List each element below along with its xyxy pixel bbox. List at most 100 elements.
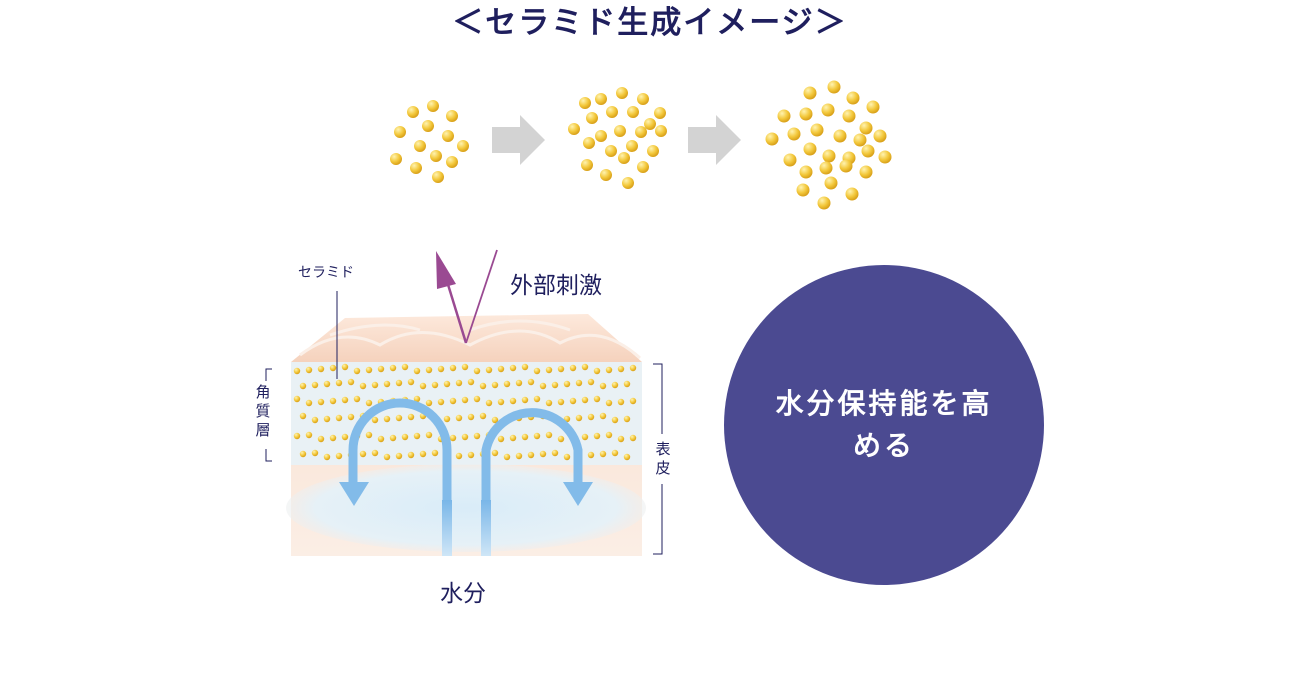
ceramide-particle-icon [503, 380, 511, 388]
ceramide-particle-icon [563, 453, 571, 461]
ceramide-particle-icon [485, 399, 493, 407]
ceramide-particle-icon [783, 153, 797, 167]
ceramide-particle-icon [521, 396, 529, 404]
ceramide-particle-icon [845, 187, 859, 201]
ceramide-particle-icon [407, 378, 415, 386]
diagram-title: ＜セラミド生成イメージ＞ [452, 5, 848, 41]
ceramide-particle-icon [431, 449, 439, 457]
ceramide-particle-icon [595, 93, 607, 105]
ceramide-particle-icon [878, 150, 892, 164]
ceramide-particle-icon [491, 381, 499, 389]
ceramide-particle-icon [833, 129, 847, 143]
ceramide-particle-icon [593, 432, 601, 440]
ceramide-particle-icon [796, 183, 810, 197]
ceramide-particle-icon [467, 378, 475, 386]
ceramide-particle-icon [413, 367, 421, 375]
ceramide-particle-icon [329, 364, 337, 372]
ceramide-particle-icon [545, 366, 553, 374]
ceramide-particle-icon [323, 453, 331, 461]
ceramide-particle-icon [605, 431, 613, 439]
ceramide-particle-icon [383, 453, 391, 461]
ceramide-particle-icon [359, 450, 367, 458]
ceramide-particle-icon [442, 130, 454, 142]
ceramide-particle-icon [581, 363, 589, 371]
ceramide-particle-icon [545, 399, 553, 407]
ceramide-particle-icon [557, 365, 565, 373]
ceramide-particle-icon [377, 435, 385, 443]
ceramide-particle-icon [861, 144, 875, 158]
ceramide-particle-icon [394, 126, 406, 138]
ceramide-particle-icon [305, 399, 313, 407]
ceramide-particle-icon [583, 137, 595, 149]
ceramide-particle-icon [449, 434, 457, 442]
ceramide-particle-icon [866, 100, 880, 114]
ceramide-particle-icon [329, 434, 337, 442]
ceramide-particle-icon [401, 363, 409, 371]
ceramide-particle-icon [817, 196, 831, 210]
ceramide-particle-icon [419, 382, 427, 390]
ceramide-particle-icon [605, 399, 613, 407]
ceramide-particle-icon [395, 414, 403, 422]
ceramide-particle-icon [407, 106, 419, 118]
ceramide-particle-icon [569, 364, 577, 372]
ceramide-particle-icon [595, 130, 607, 142]
ceramide-particle-icon [617, 365, 625, 373]
ceramide-particle-icon [509, 434, 517, 442]
ceramide-particle-icon [335, 414, 343, 422]
ceramide-particle-icon [425, 399, 433, 407]
ceramide-label: セラミド [298, 265, 354, 281]
ceramide-particle-icon [622, 177, 634, 189]
gray-right-arrow-icon [688, 115, 741, 165]
ceramide-particle-icon [533, 432, 541, 440]
ceramide-particle-icon [803, 86, 817, 100]
ceramide-particle-icon [586, 112, 598, 124]
ceramide-particle-icon [371, 381, 379, 389]
ceramide-particle-icon [353, 395, 361, 403]
ceramide-particle-icon [623, 415, 631, 423]
ceramide-particle-icon [617, 435, 625, 443]
ceramide-particle-icon [569, 397, 577, 405]
ceramide-particle-icon [521, 433, 529, 441]
ceramide-particle-icon [635, 126, 647, 138]
ceramide-particle-icon [819, 161, 833, 175]
moisture-retention-circle: 水分保持能を高める [724, 265, 1044, 585]
ceramide-particle-icon [557, 435, 565, 443]
ceramide-particle-icon [515, 452, 523, 460]
ceramide-particle-icon [299, 412, 307, 420]
ceramide-particle-icon [846, 91, 860, 105]
ceramide-particle-icon [600, 169, 612, 181]
ceramide-particle-icon [389, 434, 397, 442]
ceramide-particle-icon [853, 133, 867, 147]
ceramide-particle-icon [497, 398, 505, 406]
stratum-corneum-bracket [265, 368, 272, 462]
ceramide-particle-icon [449, 397, 457, 405]
ceramide-particle-icon [539, 382, 547, 390]
ceramide-particle-icon [425, 431, 433, 439]
ceramide-particle-icon [407, 413, 415, 421]
ceramide-particle-icon [473, 395, 481, 403]
ceramide-particle-icon [509, 364, 517, 372]
ceramide-particle-icon [432, 171, 444, 183]
ceramide-particle-icon [437, 365, 445, 373]
ceramide-particle-icon [461, 396, 469, 404]
ceramide-particle-icon [443, 380, 451, 388]
ceramide-particle-icon [545, 431, 553, 439]
ceramide-particle-icon [467, 413, 475, 421]
ceramide-particle-icon [427, 100, 439, 112]
ceramide-particle-icon [479, 382, 487, 390]
ceramide-particle-icon [395, 452, 403, 460]
ceramide-particle-icon [293, 395, 301, 403]
ceramide-particle-icon [581, 159, 593, 171]
ceramide-particle-icon [533, 367, 541, 375]
ceramide-particle-icon [629, 434, 637, 442]
ceramide-particle-icon [311, 416, 319, 424]
ceramide-particle-icon [787, 127, 801, 141]
ceramide-particle-icon [509, 397, 517, 405]
ceramide-particle-icon [323, 415, 331, 423]
ceramide-particle-icon [446, 110, 458, 122]
ceramide-particle-icon [335, 452, 343, 460]
ceramide-particle-icon [365, 399, 373, 407]
ceramide-particle-icon [810, 123, 824, 137]
ceramide-particle-icon [859, 165, 873, 179]
ceramide-particle-icon [827, 80, 841, 94]
